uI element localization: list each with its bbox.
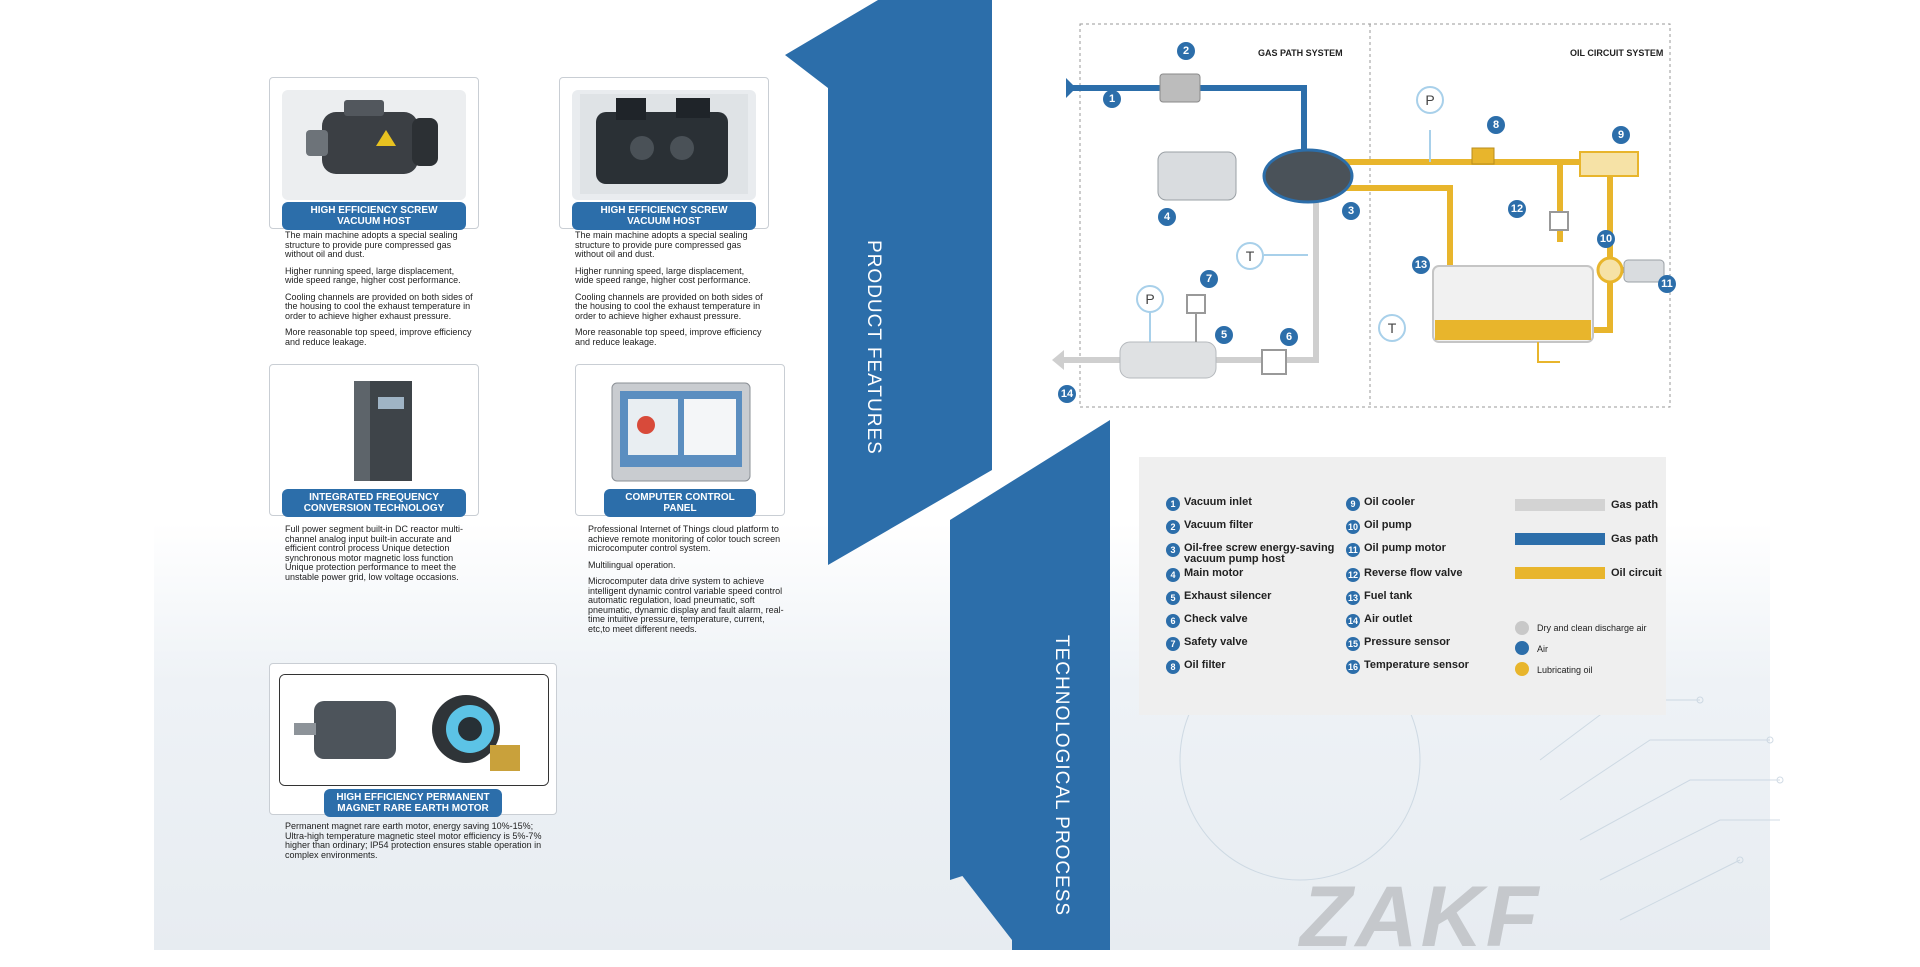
pressure-sensor-icon: P	[1136, 285, 1164, 313]
feature-title-badge: HIGH EFFICIENCY PERMANENT MAGNET RARE EA…	[324, 789, 502, 817]
exhaust-silencer-shape	[1119, 341, 1217, 379]
marker-2: 2	[1177, 42, 1195, 60]
feature-title-badge: COMPUTER CONTROL PANEL	[604, 489, 756, 517]
temperature-sensor-icon: T	[1236, 242, 1264, 270]
feature-description-1: The main machine adopts a special sealin…	[285, 230, 473, 347]
product-features-title: PRODUCT FEATURES	[863, 240, 884, 455]
reverse-flow-valve-shape	[1549, 211, 1569, 231]
technological-process-title: TECHNOLOGICAL PROCESS	[1051, 635, 1072, 917]
pressure-sensor-icon: P	[1416, 86, 1444, 114]
legend-path-label: Gas path	[1611, 533, 1659, 545]
feature-description-3: Full power segment built-in DC reactor m…	[285, 524, 464, 582]
marker-12: 12	[1508, 200, 1526, 218]
air-dot	[1515, 641, 1529, 655]
feature-description-5: Permanent magnet rare earth motor, energ…	[285, 821, 542, 860]
process-band-notch	[950, 860, 1012, 940]
temperature-sensor-icon: T	[1378, 314, 1406, 342]
marker-13: 13	[1412, 256, 1430, 274]
gas-path-system-label: GAS PATH SYSTEM	[1258, 48, 1343, 58]
fuel-tank-oil-level	[1435, 320, 1591, 340]
marker-11: 11	[1658, 275, 1676, 293]
feature-card-frequency-conversion: INTEGRATED FREQUENCY CONVERSION TECHNOLO…	[269, 364, 479, 517]
check-valve-shape	[1261, 349, 1287, 375]
main-motor-shape	[1157, 151, 1237, 201]
feature-card-control-panel: COMPUTER CONTROL PANEL	[575, 364, 785, 517]
oil-circuit-swatch	[1515, 567, 1605, 579]
inverter-photo	[282, 377, 466, 487]
screw-host-assembly-photo	[572, 90, 756, 200]
product-features-band	[785, 0, 992, 565]
gas-path-blue-swatch	[1515, 533, 1605, 545]
drain-arrow	[1537, 342, 1560, 363]
feature-title-badge: INTEGRATED FREQUENCY CONVERSION TECHNOLO…	[282, 489, 466, 517]
oil-pump-shape	[1596, 256, 1624, 284]
feature-description-2: The main machine adopts a special sealin…	[575, 230, 763, 347]
process-flow-diagram	[1052, 23, 1671, 408]
discharge-air-dot	[1515, 621, 1529, 635]
control-panel-photo	[588, 377, 772, 487]
marker-5: 5	[1215, 326, 1233, 344]
process-band	[950, 420, 1110, 950]
vacuum-filter-shape	[1159, 73, 1201, 103]
oil-filter-shape	[1471, 147, 1495, 165]
feature-title-badge: HIGH EFFICIENCY SCREW VACUUM HOST	[572, 202, 756, 230]
feature-title-badge: HIGH EFFICIENCY SCREW VACUUM HOST	[282, 202, 466, 230]
feature-card-screw-host-2: HIGH EFFICIENCY SCREW VACUUM HOST	[559, 77, 769, 230]
air-outlet-arrow	[1052, 350, 1064, 370]
marker-4: 4	[1158, 208, 1176, 226]
marker-6: 6	[1280, 328, 1298, 346]
air-inlet-pipe	[1066, 85, 1307, 160]
legend-media-label: Air	[1537, 644, 1548, 654]
feature-card-permanent-magnet-motor: HIGH EFFICIENCY PERMANENT MAGNET RARE EA…	[269, 663, 557, 817]
oil-pump-motor-shape	[1623, 259, 1665, 283]
marker-1: 1	[1103, 90, 1121, 108]
legend-media-label: Dry and clean discharge air	[1537, 623, 1647, 633]
legend-media-label: Lubricating oil	[1537, 665, 1593, 675]
marker-14: 14	[1058, 385, 1076, 403]
pump-host-shape	[1262, 148, 1354, 204]
marker-7: 7	[1200, 270, 1218, 288]
marker-8: 8	[1487, 116, 1505, 134]
marker-10: 10	[1597, 230, 1615, 248]
screw-host-photo	[282, 90, 466, 200]
marker-9: 9	[1612, 126, 1630, 144]
oil-circuit-system-label: OIL CIRCUIT SYSTEM	[1570, 48, 1664, 58]
brand-logo: ZAKF	[1300, 869, 1542, 965]
legend-path-label: Oil circuit	[1611, 567, 1662, 579]
marker-3: 3	[1342, 202, 1360, 220]
safety-valve-shape	[1186, 294, 1206, 314]
lubricating-oil-dot	[1515, 662, 1529, 676]
gas-path-grey-swatch	[1515, 499, 1605, 511]
legend-path-label: Gas path	[1611, 499, 1659, 511]
feature-card-screw-host-1: HIGH EFFICIENCY SCREW VACUUM HOST	[269, 77, 479, 230]
vacuum-inlet-arrow	[1066, 78, 1076, 98]
oil-cooler-shape	[1579, 151, 1639, 177]
motor-photo	[279, 674, 549, 786]
feature-description-4: Professional Internet of Things cloud pl…	[588, 524, 784, 634]
